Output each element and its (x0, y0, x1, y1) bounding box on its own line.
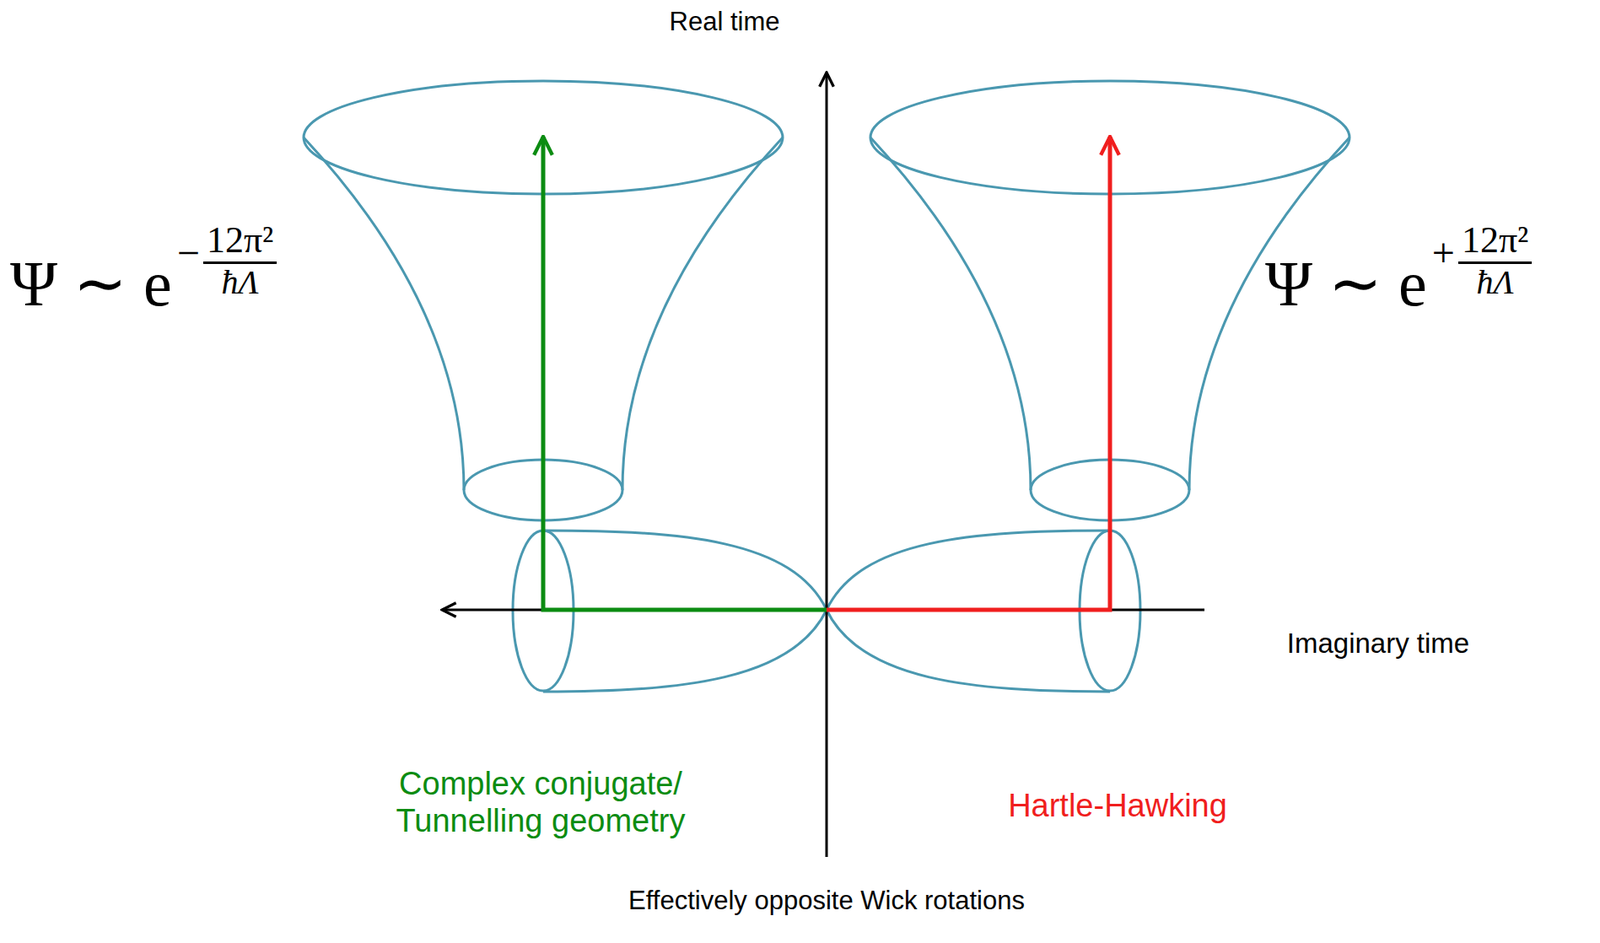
exponent-sign: − (177, 220, 200, 274)
exponent-fraction: 12π²ħΛ (203, 220, 277, 302)
fraction-denominator: ħΛ (1476, 263, 1514, 302)
trumpet-side (622, 137, 783, 491)
euclidean-cap-edge (826, 530, 1110, 610)
euclidean-cap-edge (543, 530, 827, 610)
axis-label: Real time (669, 6, 781, 38)
contour-label: Complex conjugate/ Tunnelling geometry (359, 765, 722, 840)
wavefunction-formula: Ψ ∼ e+12π²ħΛ (1265, 220, 1532, 318)
trumpet-side (303, 137, 464, 491)
real-time-axis (825, 72, 829, 857)
fraction-numerator: 12π² (1458, 220, 1532, 264)
euclidean-cap-edge (826, 609, 1110, 692)
formula-base: Ψ ∼ e (10, 220, 173, 318)
hartle-hawking-contour (826, 136, 1110, 610)
contour-label: Hartle-Hawking (1007, 787, 1228, 825)
fraction-numerator: 12π² (203, 220, 277, 264)
caption: Effectively opposite Wick rotations (628, 885, 1025, 916)
trumpet-side (870, 137, 1031, 491)
axis-label: Imaginary time (1287, 627, 1470, 660)
euclidean-cap-edge (543, 609, 827, 692)
wavefunction-formula: Ψ ∼ e−12π²ħΛ (10, 220, 277, 318)
exponent-fraction: 12π²ħΛ (1458, 220, 1532, 302)
formula-base: Ψ ∼ e (1265, 220, 1428, 318)
exponent-sign: + (1432, 220, 1455, 274)
fraction-denominator: ħΛ (221, 263, 259, 302)
tunnelling-contour (543, 136, 827, 610)
